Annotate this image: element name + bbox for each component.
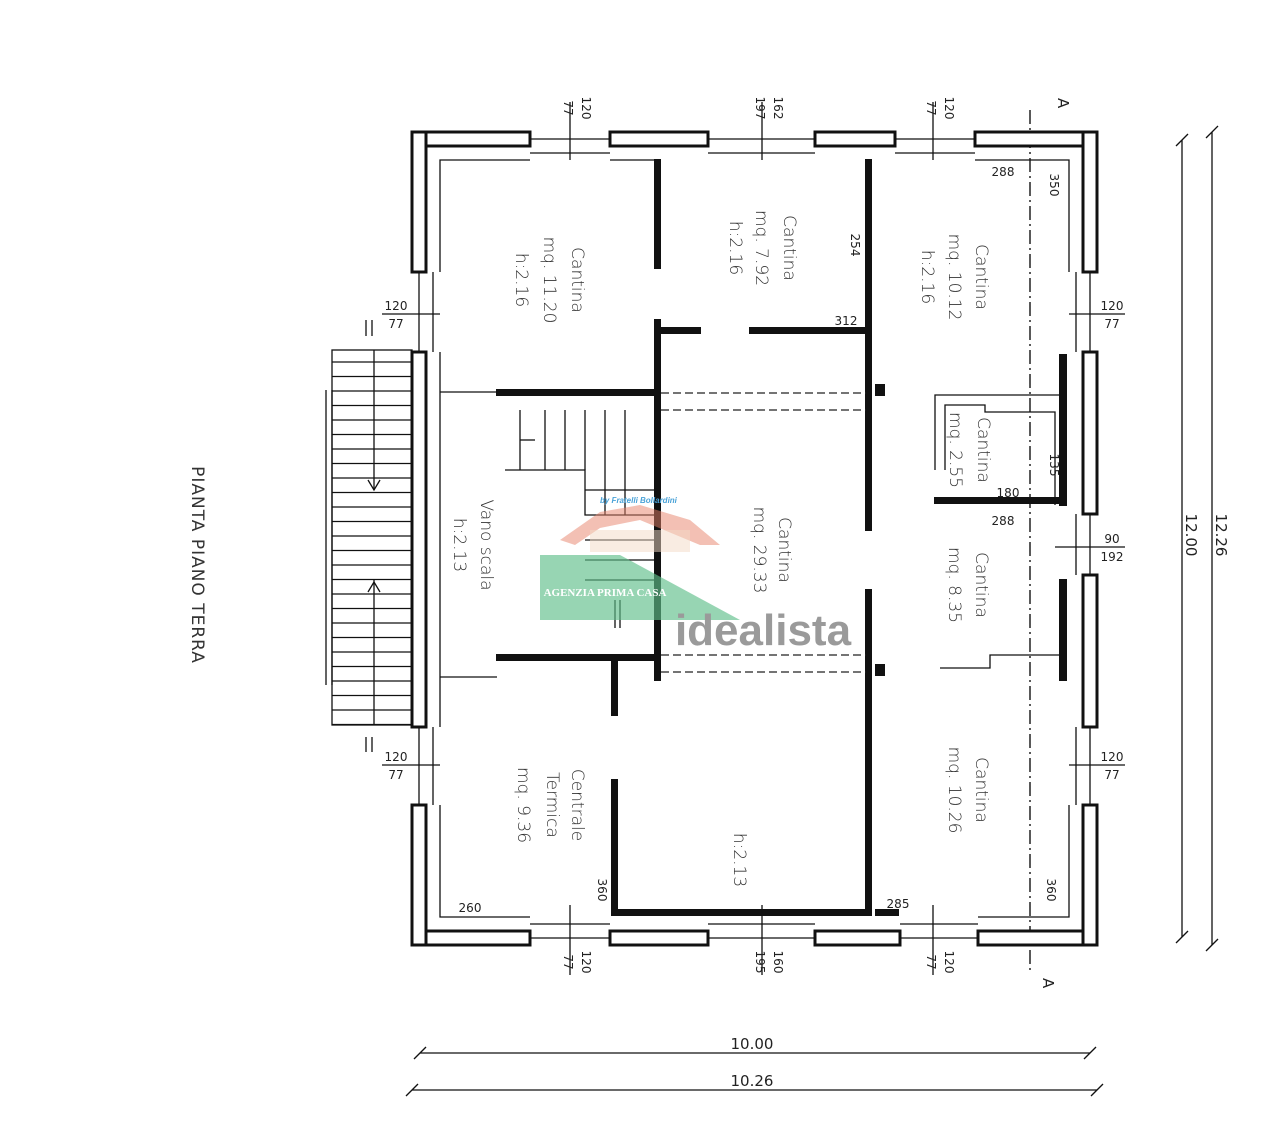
section-mark-top: A (1054, 98, 1072, 109)
house-icon (590, 530, 690, 552)
room-corridor: h:2.13 (729, 833, 749, 887)
svg-text:mq. 9.36: mq. 9.36 (513, 767, 533, 843)
svg-text:120: 120 (385, 299, 408, 313)
svg-text:90: 90 (1104, 532, 1119, 546)
svg-text:180: 180 (997, 486, 1020, 500)
plan-title: PIANTA PIANO TERRA (187, 466, 207, 664)
svg-text:77: 77 (388, 317, 403, 331)
svg-text:120: 120 (579, 97, 593, 120)
room-cantina-1012: Cantina mq. 10.12 h:2.16 (917, 234, 991, 321)
svg-text:135: 135 (1047, 454, 1061, 477)
overall-width-outer: 10.26 (731, 1072, 774, 1090)
svg-text:77: 77 (561, 954, 575, 969)
svg-text:Cantina: Cantina (971, 244, 991, 310)
svg-text:285: 285 (887, 897, 910, 911)
svg-text:Cantina: Cantina (971, 757, 991, 823)
external-staircase (325, 320, 413, 752)
svg-text:160: 160 (771, 951, 785, 974)
agency-watermark: idealista AGENZIA PRIMA CASA by Fratelli… (540, 496, 852, 655)
agency-byline: by Fratelli Bollardini (600, 496, 678, 505)
svg-text:mq. 2.55: mq. 2.55 (945, 412, 965, 488)
svg-text:197: 197 (753, 97, 767, 120)
svg-text:Cantina: Cantina (567, 247, 587, 313)
svg-text:120: 120 (385, 750, 408, 764)
svg-text:h:2.16: h:2.16 (511, 253, 531, 307)
svg-text:120: 120 (1101, 750, 1124, 764)
svg-text:h:2.13: h:2.13 (449, 518, 469, 572)
svg-text:mq. 10.12: mq. 10.12 (944, 234, 964, 321)
svg-text:mq. 11.20: mq. 11.20 (539, 237, 559, 324)
svg-text:162: 162 (771, 97, 785, 120)
room-vano-scala: Vano scala h:2.13 (449, 499, 496, 590)
svg-text:254: 254 (848, 234, 862, 257)
svg-text:312: 312 (835, 314, 858, 328)
svg-text:mq. 29.33: mq. 29.33 (749, 507, 769, 594)
window-dimensions: 120 77 162 197 120 77 120 77 160 195 120… (385, 97, 1124, 974)
section-mark-bottom: A (1039, 978, 1057, 989)
room-dimensions: 288 350 254 312 135 180 288 260 360 285 … (459, 165, 1061, 915)
svg-text:120: 120 (942, 97, 956, 120)
svg-text:Cantina: Cantina (971, 552, 991, 618)
svg-text:350: 350 (1047, 174, 1061, 197)
svg-text:Vano scala: Vano scala (476, 499, 496, 590)
agency-name: AGENZIA PRIMA CASA (544, 587, 667, 599)
svg-text:Cantina: Cantina (973, 417, 993, 483)
room-cantina-2933: Cantina mq. 29.33 (749, 507, 794, 594)
svg-text:120: 120 (1101, 299, 1124, 313)
overall-dimensions: 12.00 12.26 10.00 10.26 (405, 125, 1230, 1097)
svg-text:288: 288 (992, 514, 1015, 528)
overall-height-inner: 12.00 (1182, 514, 1200, 557)
svg-text:h:2.16: h:2.16 (725, 221, 745, 275)
svg-text:77: 77 (924, 100, 938, 115)
svg-text:mq. 7.92: mq. 7.92 (751, 210, 771, 286)
portal-logo: idealista (675, 606, 852, 655)
svg-text:77: 77 (1104, 317, 1119, 331)
overall-height-outer: 12.26 (1212, 514, 1230, 557)
svg-text:Cantina: Cantina (779, 215, 799, 281)
svg-text:77: 77 (388, 768, 403, 782)
svg-text:77: 77 (561, 100, 575, 115)
svg-text:120: 120 (579, 951, 593, 974)
svg-text:77: 77 (1104, 768, 1119, 782)
room-cantina-1026: Cantina mq. 10.26 (944, 747, 991, 834)
room-cantina-835: Cantina mq. 8.35 (944, 547, 991, 623)
overall-width-inner: 10.00 (731, 1035, 774, 1053)
watermark-green-band (540, 555, 740, 620)
svg-text:192: 192 (1101, 550, 1124, 564)
svg-text:h:2.16: h:2.16 (917, 250, 937, 304)
svg-text:h:2.13: h:2.13 (729, 833, 749, 887)
svg-text:360: 360 (595, 879, 609, 902)
room-cantina-255: Cantina mq. 2.55 (945, 412, 993, 488)
svg-text:77: 77 (924, 954, 938, 969)
svg-text:195: 195 (753, 951, 767, 974)
svg-text:120: 120 (942, 951, 956, 974)
window-dimension-ticks (382, 102, 1125, 975)
room-labels: Cantina mq. 11.20 h:2.16 Cantina mq. 7.9… (449, 210, 993, 887)
room-centrale-termica: Centrale Termica mq. 9.36 (513, 767, 587, 843)
svg-text:260: 260 (459, 901, 482, 915)
svg-text:mq. 8.35: mq. 8.35 (944, 547, 964, 623)
room-cantina-792: Cantina mq. 7.92 h:2.16 (725, 210, 799, 286)
svg-text:Cantina: Cantina (774, 517, 794, 583)
svg-text:Termica: Termica (542, 772, 562, 838)
room-cantina-1120: Cantina mq. 11.20 h:2.16 (511, 237, 587, 324)
svg-text:360: 360 (1044, 879, 1058, 902)
svg-text:mq. 10.26: mq. 10.26 (944, 747, 964, 834)
svg-text:Centrale: Centrale (567, 769, 587, 841)
svg-text:288: 288 (992, 165, 1015, 179)
